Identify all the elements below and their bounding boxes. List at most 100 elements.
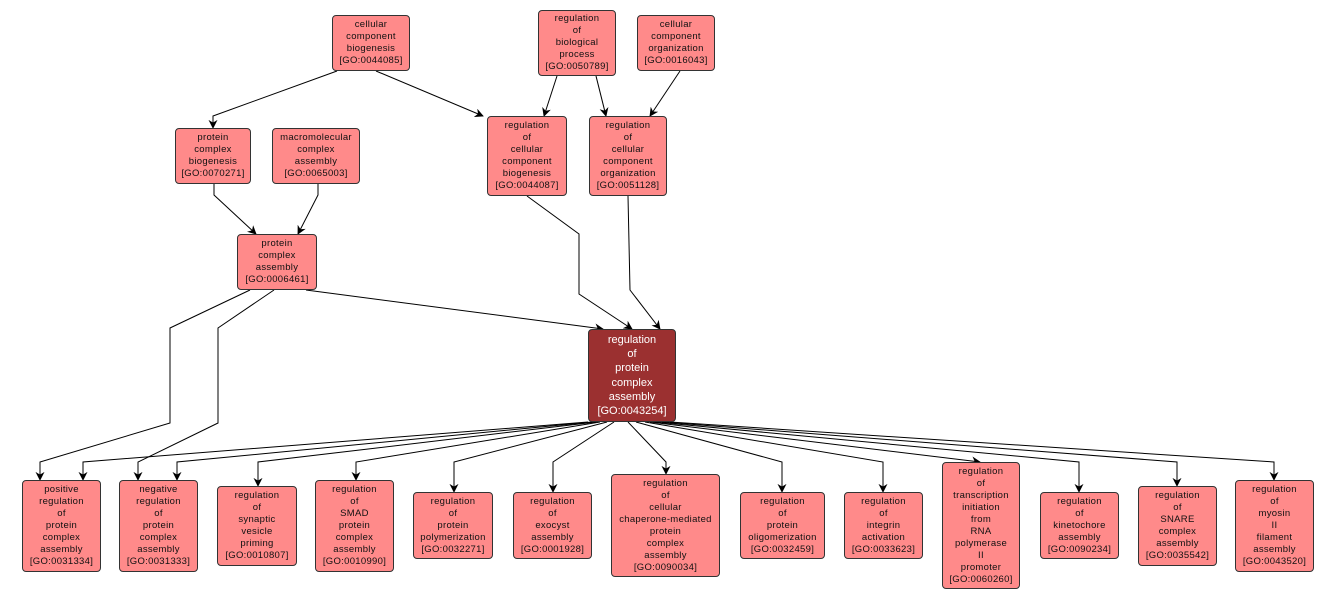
edge-GO0006461-to-GO0043254 [305, 289, 604, 333]
term-label-line: initiation [962, 501, 1000, 513]
term-label-line: complex [335, 532, 374, 543]
edge-GO0050789-to-GO0051128 [595, 75, 609, 117]
term-label-line: biological [555, 37, 599, 48]
term-label-line: complex [611, 376, 653, 389]
term-label-line: promoter [960, 561, 1002, 573]
term-label-line: of [57, 508, 66, 519]
term-label-line: of [572, 25, 582, 36]
edge-GO0043254-to-GO0060260 [649, 421, 981, 466]
term-label-line: of [778, 507, 787, 519]
term-label-line: exocyst [535, 519, 570, 531]
edge-GO0043254-to-GO0032459 [635, 421, 787, 493]
term-label-line: component [346, 31, 396, 42]
term-label-line: of [879, 507, 888, 519]
term-label-line: assembly [40, 544, 83, 555]
term-id: [GO:0090034] [633, 561, 698, 573]
term-label-line: protein [615, 362, 649, 375]
term-label-line: cellular [510, 144, 544, 155]
term-id: [GO:0044085] [339, 55, 403, 66]
term-label-line: positive [44, 484, 79, 495]
edge-GO0065003-to-GO0006461 [297, 184, 319, 235]
term-label-line: regulation [605, 120, 651, 131]
edge-GO0044087-to-GO0043254 [526, 195, 633, 330]
term-label-line: negative [139, 484, 178, 495]
edge-GO0044085-to-GO0044087 [375, 70, 484, 118]
term-label-line: complex [42, 532, 81, 543]
term-label-line: component [651, 31, 701, 42]
term-id: [GO:0033623] [851, 543, 916, 555]
term-label-line: regulation [760, 495, 805, 507]
term-id: [GO:0035542] [1145, 550, 1210, 561]
term-label-line: vesicle [241, 526, 273, 537]
edge-GO0051128-to-GO0043254 [627, 195, 661, 330]
term-label-line: regulation [554, 13, 600, 24]
edge-GO0043254-to-GO0043520 [669, 421, 1279, 481]
term-label-line: oligomerization [748, 531, 817, 543]
term-label-line: protein [45, 520, 78, 531]
term-label-line: organization [648, 43, 704, 54]
term-label-line: polymerization [420, 531, 486, 543]
term-id: [GO:0060260] [949, 573, 1013, 585]
term-label-line: complex [258, 250, 296, 261]
term-label-line: protein [261, 238, 293, 249]
edge-GO0016043-to-GO0051128 [649, 70, 681, 117]
term-label-line: of [1173, 502, 1182, 513]
term-id: [GO:0070271] [181, 168, 245, 179]
term-label-line: regulation [1155, 490, 1200, 501]
term-label-line: regulation [39, 496, 84, 507]
term-label-line: of [154, 508, 163, 519]
term-label-line: protein [766, 519, 799, 531]
term-label-line: complex [646, 537, 685, 549]
term-id: [GO:0090234] [1047, 543, 1112, 555]
term-label-line: assembly [1156, 538, 1199, 549]
term-label-line: II [978, 549, 984, 561]
term-label-line: assembly [1058, 531, 1101, 543]
edge-GO0043254-to-GO0090034 [627, 421, 671, 475]
term-label-line: II [1271, 520, 1278, 531]
term-label-line: cellular [611, 144, 645, 155]
term-label-line: assembly [531, 531, 574, 543]
term-label-line: regulation [1252, 484, 1297, 495]
term-id: [GO:0051128] [596, 180, 660, 191]
term-label-line: of [627, 347, 637, 360]
term-label-line: priming [240, 538, 274, 549]
term-label-line: organization [600, 168, 656, 179]
term-id: [GO:0044087] [495, 180, 559, 191]
term-label-line: of [623, 132, 633, 143]
term-id: [GO:0001928] [520, 543, 585, 555]
edge-GO0043254-to-GO0035542 [661, 421, 1182, 487]
term-label-line: protein [197, 132, 229, 143]
term-label-line: regulation [861, 495, 906, 507]
term-label-line: regulation [607, 333, 657, 346]
term-id: [GO:0006461] [245, 274, 309, 285]
term-label-line: regulation [234, 490, 280, 501]
term-label-line: RNA [970, 525, 992, 537]
term-label-line: cellular [659, 19, 693, 30]
edge-GO0043254-to-GO0010990 [351, 421, 601, 481]
term-label-line: regulation [504, 120, 550, 131]
term-label-line: regulation [430, 495, 476, 507]
edge-GO0043254-to-GO0032271 [449, 421, 608, 493]
